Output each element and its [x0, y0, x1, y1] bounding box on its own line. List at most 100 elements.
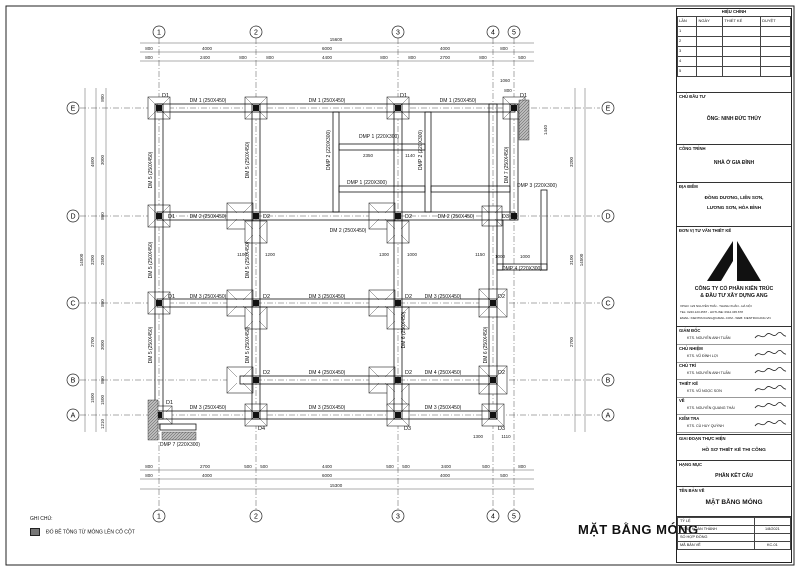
svg-text:4000: 4000	[202, 46, 213, 51]
svg-text:D2: D2	[498, 370, 505, 376]
svg-text:B: B	[606, 378, 611, 385]
svg-text:5: 5	[512, 30, 516, 37]
svg-text:500: 500	[402, 464, 410, 469]
consultant-section: ĐƠN VỊ TƯ VẤN THIẾT KẾ CÔNG TY CỔ PHẦN K…	[677, 227, 791, 327]
svg-text:800: 800	[100, 94, 105, 102]
dimension-lines	[84, 42, 586, 490]
svg-text:DM 1 (250X450): DM 1 (250X450)	[309, 98, 346, 104]
svg-text:3000: 3000	[100, 339, 105, 350]
svg-text:D1: D1	[166, 400, 173, 406]
svg-text:500: 500	[518, 55, 526, 60]
staff-name: KTS. VŨ NGỌC SƠN	[687, 388, 722, 393]
svg-text:B: B	[71, 378, 76, 385]
svg-text:DM 7 (250X450): DM 7 (250X450)	[504, 146, 510, 183]
svg-text:1200: 1200	[265, 252, 276, 257]
beam-labels: DM 1 (250X450) DM 1 (250X450) DM 1 (250X…	[148, 98, 557, 448]
svg-text:DM 2 (250X450): DM 2 (250X450)	[438, 214, 475, 220]
footing-slope-line	[495, 365, 508, 378]
svg-text:DM 5 (250X450): DM 5 (250X450)	[245, 326, 251, 363]
footing-slope-line	[226, 305, 238, 317]
svg-text:1060: 1060	[500, 78, 511, 83]
svg-text:D1: D1	[168, 294, 175, 300]
grid-bubbles-right: E D C B A	[601, 101, 615, 422]
svg-text:800: 800	[266, 55, 274, 60]
svg-text:E: E	[606, 106, 611, 113]
svg-text:6000: 6000	[322, 46, 333, 51]
footing-slope-line	[242, 289, 254, 301]
svg-text:D2: D2	[263, 294, 270, 300]
staff-name: KTS. NGUYỄN QUANG THÁI	[687, 406, 735, 410]
grid-label-1-top: 1	[157, 30, 161, 37]
svg-text:D1: D1	[168, 214, 175, 220]
staff-name: KTS. VŨ ĐÌNH LỢI	[687, 353, 718, 358]
svg-text:DMP 2 (220X300): DMP 2 (220X300)	[326, 130, 332, 170]
legend: GHI CHÚ: ĐỔ BÊ TÔNG TỪ MÓNG LÊN CỐ CỘT	[30, 516, 135, 536]
svg-text:14500: 14500	[579, 253, 584, 266]
columns	[156, 105, 517, 418]
svg-text:DM 2 (250X450): DM 2 (250X450)	[190, 214, 227, 220]
svg-text:500: 500	[260, 464, 268, 469]
signature-mark	[754, 384, 787, 391]
footing-slope-line	[478, 382, 491, 395]
svg-text:800: 800	[100, 299, 105, 307]
svg-text:D1: D1	[400, 93, 407, 99]
staff-divider	[677, 396, 791, 398]
dimension-text: 15600 800 4000 6000 4000 800 800 2400 80…	[79, 37, 584, 488]
svg-text:500: 500	[244, 464, 252, 469]
staff-name: KTS. NGUYỄN ANH TUẤN	[687, 336, 731, 340]
footing-slope-line	[495, 288, 508, 301]
svg-text:1500: 1500	[100, 394, 105, 405]
svg-text:1150: 1150	[475, 252, 485, 257]
footing-slope-line	[368, 305, 380, 317]
owner-section: CHỦ ĐẦU TƯ ÔNG: NINH ĐỨC THỦY	[677, 93, 791, 145]
svg-text:A: A	[71, 413, 76, 420]
svg-text:D2: D2	[405, 294, 412, 300]
svg-text:500: 500	[500, 473, 508, 478]
svg-text:D3: D3	[404, 426, 411, 432]
svg-text:DM 5 (250X450): DM 5 (250X450)	[245, 241, 251, 278]
project-section: CÔNG TRÌNH NHÀ Ở GIA ĐÌNH	[677, 145, 791, 183]
svg-text:3000: 3000	[100, 154, 105, 165]
grid-bubbles-left: E D C B A	[66, 101, 80, 422]
sheet-border	[5, 5, 795, 566]
svg-text:4400: 4400	[322, 464, 333, 469]
hatched-walls	[147, 99, 530, 441]
legend-title: GHI CHÚ:	[30, 516, 53, 522]
svg-text:1300: 1300	[473, 434, 484, 439]
footing-slope-line	[495, 382, 508, 395]
svg-text:D3: D3	[498, 426, 505, 432]
svg-text:5: 5	[512, 514, 516, 521]
svg-text:DM 3 (250X450): DM 3 (250X450)	[309, 294, 346, 300]
svg-text:4600: 4600	[90, 156, 95, 167]
svg-text:1100: 1100	[237, 252, 247, 257]
company-logo	[707, 241, 761, 281]
svg-text:DM 5 (250X450): DM 5 (250X450)	[148, 241, 154, 278]
svg-text:DM 3 (250X450): DM 3 (250X450)	[425, 405, 462, 411]
staff-role: THIẾT KẾ	[679, 380, 699, 386]
svg-text:2500: 2500	[100, 254, 105, 265]
svg-text:D: D	[605, 214, 610, 221]
grid-bubbles-bottom: 1 2 3 4 5	[152, 509, 521, 523]
hatch-swatch	[30, 528, 40, 536]
svg-text:800: 800	[500, 46, 508, 51]
company-name-2: & ĐẦU TƯ XÂY DỰNG ANG	[700, 293, 768, 299]
footing-slope-line	[242, 382, 254, 394]
staff-divider	[677, 361, 791, 363]
svg-text:14500: 14500	[79, 253, 84, 266]
footing-labels: D1 D1 D1 D1 D2 D2 D3 D1 D2 D2 D2 D2 D2 D…	[162, 93, 527, 432]
svg-text:500: 500	[386, 464, 394, 469]
svg-text:800: 800	[145, 473, 153, 478]
project-name: NHÀ Ở GIA ĐÌNH	[713, 160, 755, 166]
owner-name: ÔNG: NINH ĐỨC THỦY	[706, 116, 762, 122]
svg-text:A: A	[606, 413, 611, 420]
legend-item: ĐỔ BÊ TÔNG TỪ MÓNG LÊN CỐ CỘT	[30, 528, 135, 536]
svg-text:C: C	[70, 301, 75, 308]
svg-text:D1: D1	[520, 93, 527, 99]
svg-text:1000: 1000	[495, 254, 506, 259]
footing-slope-line	[226, 382, 238, 394]
svg-text:DM 3 (250X450): DM 3 (250X450)	[425, 294, 462, 300]
grid-bubbles-top: 1 2 3 4 5	[152, 25, 521, 39]
svg-text:DM 4 (250X450): DM 4 (250X450)	[425, 370, 462, 376]
svg-text:DMP 1 (220X300): DMP 1 (220X300)	[347, 180, 387, 186]
